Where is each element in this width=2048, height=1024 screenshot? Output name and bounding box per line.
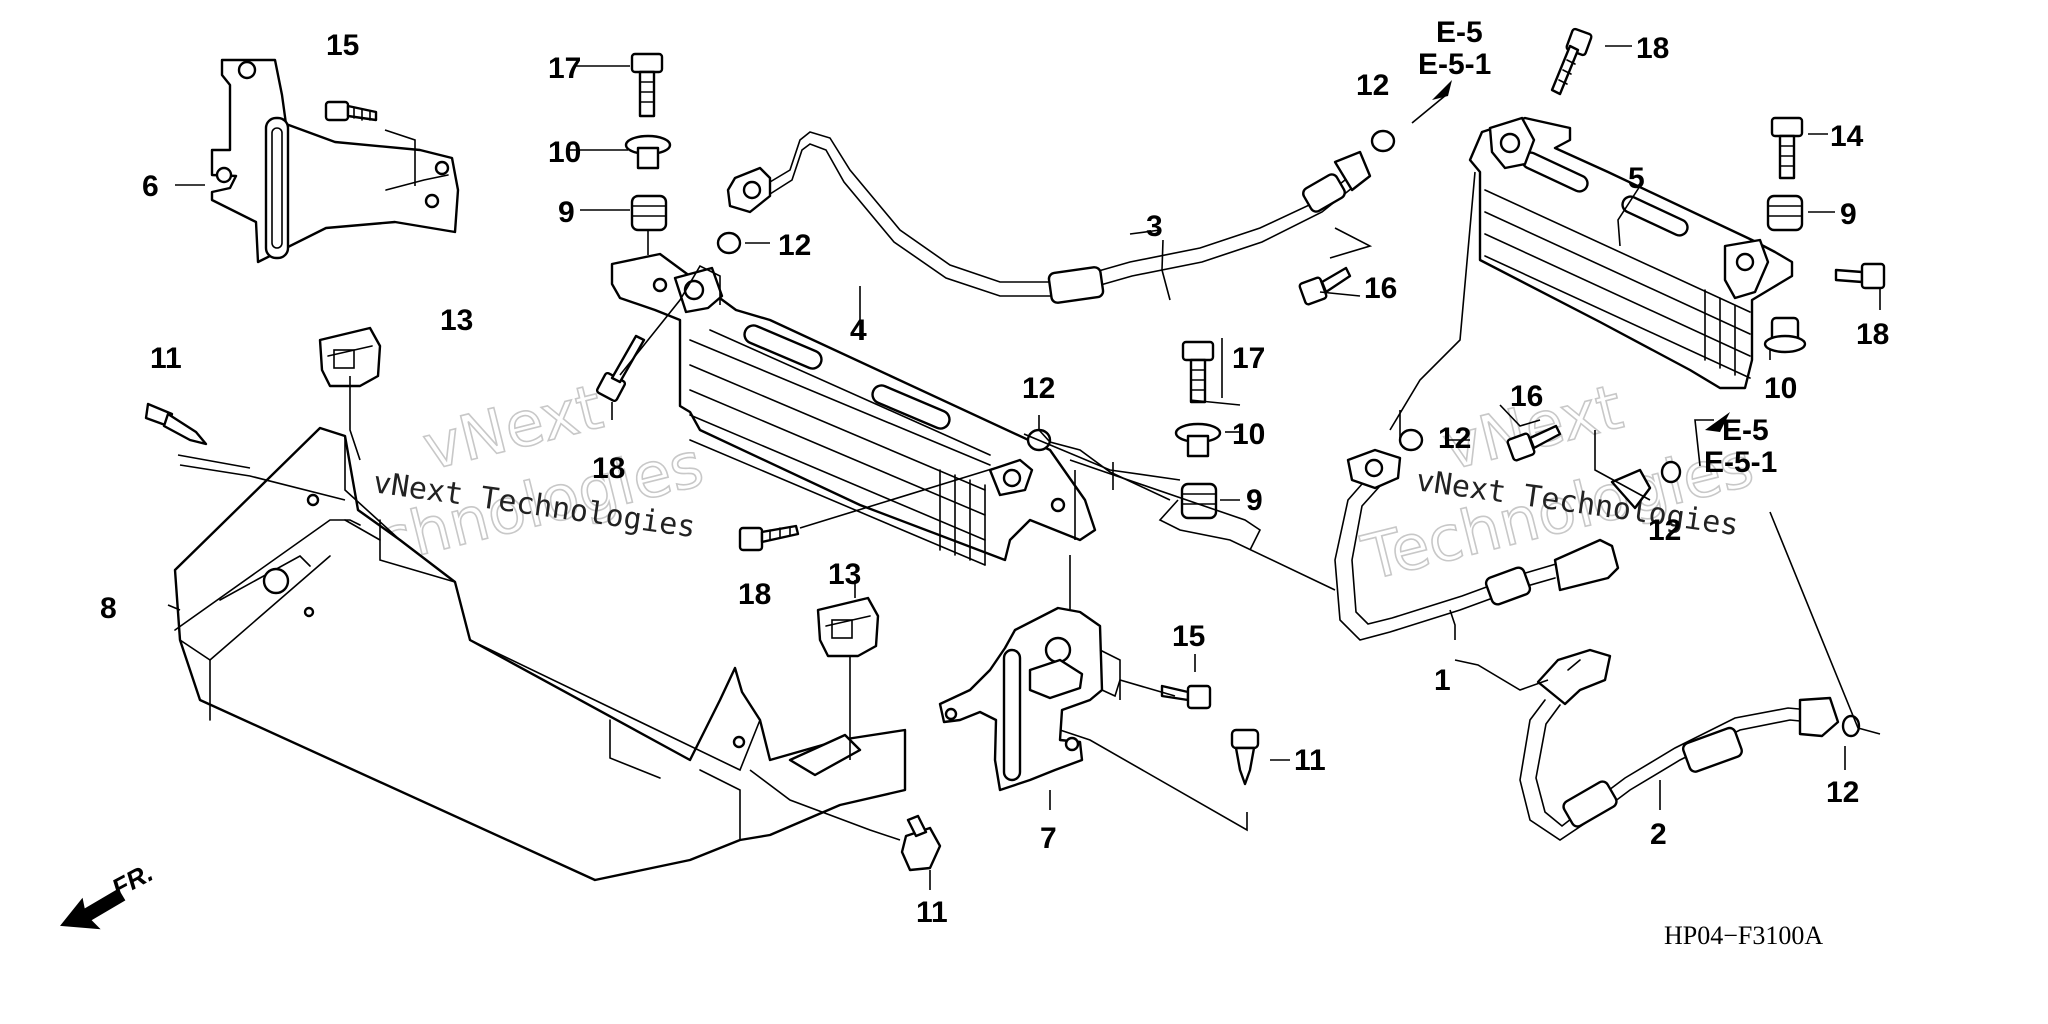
shroud-part-8 [173,426,907,882]
oil-pipe-part-1 [1334,448,1652,641]
bolt-16-lower [1506,424,1562,462]
bolt-16-upper [1298,266,1352,306]
callout-8: 8 [100,592,117,625]
washer-12-a [716,231,742,255]
bolt-14 [1770,116,1804,180]
callout-11-bottom: 11 [916,896,948,929]
grommet-9-lower [1180,482,1218,520]
front-direction-arrow: FR. [60,857,158,930]
grommet-9-upper [630,194,668,232]
callout-13-lower: 13 [828,558,861,591]
collar-10-upper [624,134,672,170]
ref-arrow-top [1432,80,1452,100]
callout-labels: 15 6 17 10 9 12 3 12 16 18 14 5 9 18 10 … [100,29,1889,929]
oil-cooler-part-5 [1468,116,1794,390]
callout-18-d: 18 [1856,318,1889,351]
callout-13-upper: 13 [440,304,473,337]
bolt-18-c [738,524,800,552]
callout-9-upper: 9 [558,196,575,229]
ref-arrow-right [1705,412,1730,432]
callout-12-c: 12 [1022,372,1055,405]
callout-10-upper: 10 [548,136,581,169]
ref-e5-right-line2: E-5-1 [1704,446,1777,479]
callout-15-lower: 15 [1172,620,1205,653]
callout-12-e: 12 [1648,514,1681,547]
callout-17-lower: 17 [1232,342,1265,375]
callout-6: 6 [142,170,159,203]
callout-18-c: 18 [738,578,771,611]
clip-11-bottom [900,814,942,872]
clip-13-upper [318,326,382,388]
washer-12-d [1398,428,1424,452]
clip-11-right [1230,728,1260,786]
callout-12-b: 12 [1356,69,1389,102]
ref-e5-right-line1: E-5 [1722,414,1769,447]
bolt-17-upper [630,52,664,118]
callout-18-a: 18 [592,452,625,485]
bolt-18-b [1550,27,1593,96]
diagram-code: HP04−F3100A [1664,921,1823,950]
callout-11-right: 11 [1294,744,1326,777]
callout-10-right: 10 [1764,372,1797,405]
ref-e5-top-line2: E-5-1 [1418,48,1491,81]
bracket-part-6 [210,58,460,264]
bolt-18-d [1834,262,1886,290]
callout-15-upper: 15 [326,29,359,62]
washer-12-b [1370,129,1396,153]
callout-7: 7 [1040,822,1057,855]
callout-5: 5 [1628,162,1645,195]
callout-11-left: 11 [150,342,182,375]
collar-10-right [1763,316,1807,354]
washer-12-e [1660,460,1682,484]
callout-14: 14 [1830,120,1864,153]
callout-16-lower: 16 [1510,380,1543,413]
ref-e5-top-line1: E-5 [1436,16,1483,49]
bolt-15-upper [324,100,378,122]
callout-2: 2 [1650,818,1667,851]
callout-3: 3 [1146,210,1163,243]
leader-lines [167,45,1881,890]
reference-labels: E-5 E-5-1 E-5 E-5-1 [1418,16,1777,479]
callout-16-upper: 16 [1364,272,1397,305]
callout-12-a: 12 [778,229,811,262]
bolt-15-lower [1160,684,1212,710]
oil-pipe-part-2 [1519,648,1840,841]
collar-10-lower [1174,422,1222,458]
callout-12-f: 12 [1826,776,1859,809]
callout-9-lower: 9 [1246,484,1263,517]
bolt-18-a [595,334,646,403]
callout-10-lower: 10 [1232,418,1265,451]
bracket-part-7 [938,606,1104,792]
callout-9-right: 9 [1840,198,1857,231]
grommet-9-right [1766,194,1804,232]
callout-17-upper: 17 [548,52,581,85]
callout-1: 1 [1434,664,1451,697]
callout-18-b: 18 [1636,32,1669,65]
callout-12-d: 12 [1438,422,1471,455]
clip-11-left [144,402,208,446]
clip-13-lower [816,596,880,658]
oil-cooler-part-4 [610,252,1097,566]
bolt-17-lower [1181,340,1215,404]
oil-pipe-part-3 [726,131,1372,304]
callout-4: 4 [850,314,867,347]
